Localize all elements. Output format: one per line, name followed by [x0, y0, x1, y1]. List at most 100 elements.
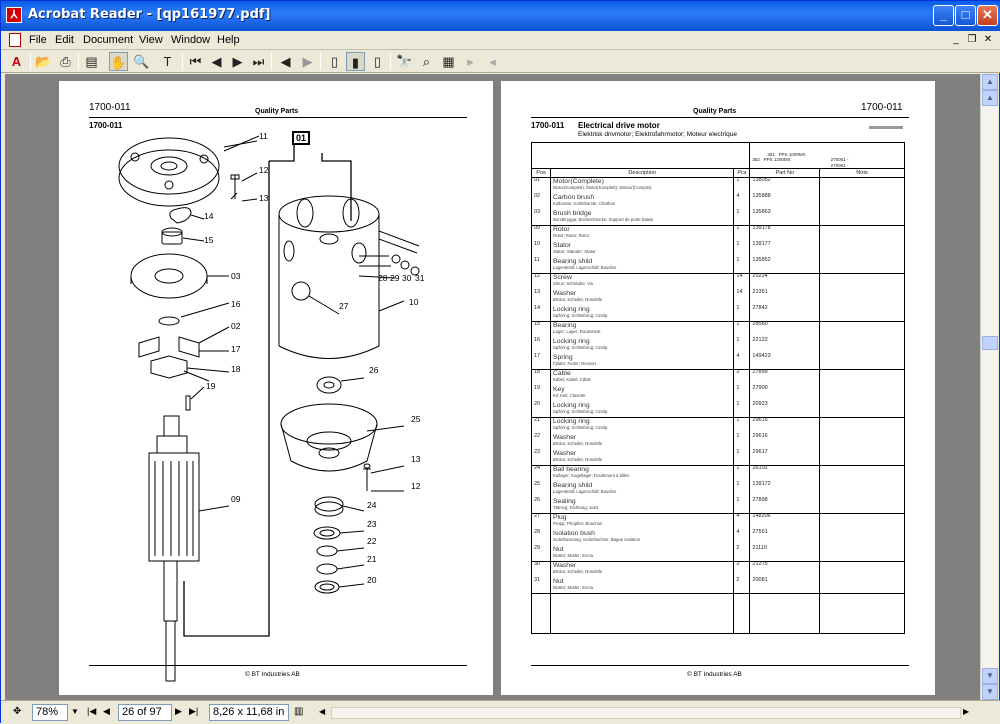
- scroll-page-up-button[interactable]: ▲: [982, 90, 998, 106]
- resize-pane-icon[interactable]: ✥: [13, 706, 22, 717]
- zoom-tool-icon[interactable]: 🔍: [133, 54, 150, 69]
- part-number-cell: 22122: [749, 337, 820, 354]
- part-translation: Bricka; Scheibe; Rondelle: [552, 456, 603, 462]
- menu-edit[interactable]: Edit: [55, 34, 74, 46]
- zoom-dropdown-icon[interactable]: ▼: [71, 707, 79, 716]
- hscroll-right-button[interactable]: ▶: [963, 707, 970, 716]
- pcs-cell: 1: [733, 417, 750, 434]
- go-back-icon[interactable]: ◀: [280, 54, 291, 69]
- zoom-field[interactable]: 78%: [32, 704, 68, 721]
- page-footer: © BT Industries AB: [687, 671, 742, 678]
- search-icon[interactable]: ⌕: [422, 54, 431, 69]
- part-translation: Mutter; Mutter; Ecrou: [552, 552, 594, 558]
- page-number-field[interactable]: 26 of 97: [118, 704, 172, 721]
- part-name: Screw: [552, 274, 572, 281]
- part-name: Spring: [552, 353, 573, 361]
- pos-cell: 11: [534, 256, 540, 263]
- close-button[interactable]: ✕: [977, 5, 998, 26]
- part-translation: Bricka; Scheibe; Rondelle: [552, 296, 603, 302]
- part-name: Motor(Complete): [552, 178, 604, 185]
- part-name: Ball bearing: [552, 466, 589, 473]
- next-page-icon[interactable]: ▶: [232, 54, 243, 69]
- minimize-button[interactable]: _: [933, 5, 954, 26]
- page-subcode: 1700-011: [89, 121, 123, 130]
- scroll-thumb[interactable]: [982, 336, 998, 350]
- note-cell: [819, 497, 905, 514]
- part-translation: Motor(Komplett); Motor(Komplett); Moteur…: [552, 185, 652, 190]
- find-icon[interactable]: 🔭: [396, 54, 413, 69]
- previous-highlight-icon[interactable]: ◂: [489, 54, 496, 69]
- pcs-cell: 4: [733, 353, 750, 370]
- part-name: Rotor: [552, 226, 570, 233]
- doc-restore-button[interactable]: ❐: [967, 34, 977, 45]
- doc-close-button[interactable]: ✕: [983, 34, 993, 45]
- menu-file[interactable]: File: [29, 34, 47, 46]
- maximize-button[interactable]: □: [955, 5, 976, 26]
- previous-page-icon[interactable]: ◀: [211, 54, 222, 69]
- go-forward-icon[interactable]: ▶: [302, 54, 313, 69]
- title-bar[interactable]: ⅄ Acrobat Reader - [qp161977.pdf] _ □ ✕: [1, 1, 1000, 31]
- continuous-facing-icon[interactable]: ▯: [373, 54, 382, 69]
- callout-label: 14: [204, 211, 214, 221]
- pcs-cell: 1: [733, 177, 750, 194]
- text-select-tool-icon[interactable]: T: [163, 54, 172, 69]
- last-page-icon[interactable]: ⏭: [252, 54, 265, 69]
- horizontal-scrollbar[interactable]: [331, 707, 961, 719]
- single-page-icon[interactable]: ▯: [330, 54, 339, 69]
- pcs-cell: 14: [733, 289, 750, 306]
- callout-label: 13: [411, 454, 421, 464]
- doc-minimize-button[interactable]: _: [953, 34, 959, 45]
- decorative-bar: [869, 126, 903, 129]
- callout-label: 17: [231, 344, 241, 354]
- menu-view[interactable]: View: [139, 34, 163, 46]
- part-name: Locking ring: [552, 337, 590, 345]
- menu-window[interactable]: Window: [171, 34, 211, 46]
- note-cell: [819, 577, 905, 594]
- first-page-status-button[interactable]: |◀: [87, 706, 97, 716]
- note-cell: [819, 241, 905, 258]
- show-hide-navigation-pane-icon[interactable]: ▤: [85, 54, 98, 69]
- pcs-cell: 1: [733, 225, 750, 242]
- next-highlight-icon[interactable]: ▸: [467, 54, 474, 69]
- first-page-icon[interactable]: ⏮: [189, 54, 202, 69]
- open-icon[interactable]: 📂: [35, 54, 52, 69]
- pcs-cell: 1: [733, 481, 750, 498]
- menu-help[interactable]: Help: [217, 34, 240, 46]
- note-cell: [819, 289, 905, 306]
- page-layout-icon[interactable]: ▥: [294, 706, 304, 717]
- part-number-cell: 139177: [749, 241, 820, 258]
- vertical-scrollbar[interactable]: ▲ ▲ ▼ ▼: [980, 74, 998, 700]
- last-page-status-button[interactable]: ▶|: [189, 706, 199, 716]
- search-results-icon[interactable]: ▦: [442, 54, 455, 69]
- part-number-cell: 27551: [749, 529, 820, 546]
- next-page-status-button[interactable]: ▶: [175, 706, 182, 716]
- scroll-down-button[interactable]: ▼: [982, 684, 998, 700]
- previous-page-status-button[interactable]: ◀: [103, 706, 110, 716]
- pos-cell: 27: [531, 513, 551, 530]
- note-cell: [819, 417, 905, 434]
- part-number-cell: 21351: [749, 289, 820, 306]
- pcs-cell: 4: [733, 193, 750, 210]
- part-translation: Borstbrygga; Bürstenbrücke; Support de p…: [552, 216, 654, 222]
- callout-label: 26: [369, 365, 379, 375]
- part-translation: Skruv; Schraube; Vis: [552, 281, 594, 286]
- continuous-icon[interactable]: ▮: [346, 52, 365, 71]
- menu-document[interactable]: Document: [83, 34, 134, 46]
- pos-cell: 09: [531, 225, 551, 242]
- document-view[interactable]: 1700-011 Quality Parts 1700-011 01: [5, 74, 980, 700]
- scroll-page-down-button[interactable]: ▼: [982, 668, 998, 684]
- hscroll-left-button[interactable]: ◀: [319, 707, 326, 716]
- print-icon[interactable]: ⎙: [60, 54, 71, 69]
- scroll-up-button[interactable]: ▲: [982, 74, 998, 90]
- pcs-cell: 1: [733, 433, 750, 450]
- pos-cell: 13: [534, 288, 541, 295]
- adobe-logo-icon[interactable]: A: [11, 54, 22, 69]
- document-icon[interactable]: [9, 33, 21, 47]
- hand-tool-icon[interactable]: ✋: [109, 52, 128, 71]
